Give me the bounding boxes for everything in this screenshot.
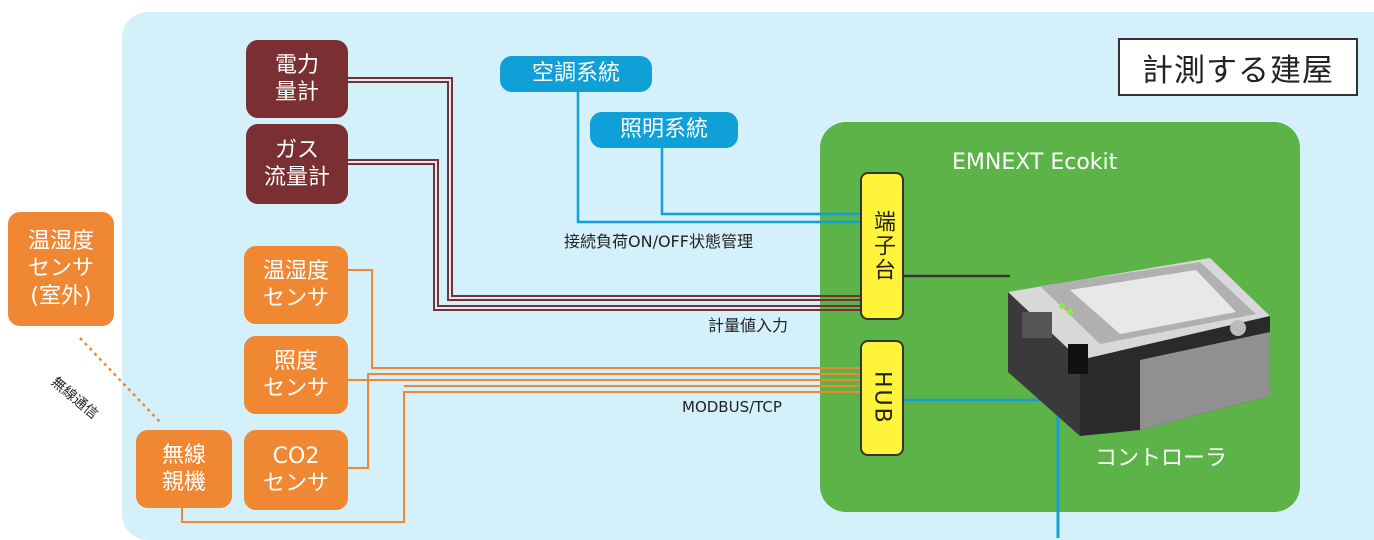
gas-meter: ガス 流量計 xyxy=(246,124,348,204)
illuminance-sensor: 照度 センサ xyxy=(244,336,348,414)
controller-device xyxy=(1008,258,1270,436)
wireless-base-unit: 無線 親機 xyxy=(136,430,232,508)
outdoor-temp-humidity-sensor: 温湿度 センサ (室外) xyxy=(8,212,114,326)
load-status-label: 接続負荷ON/OFF状態管理 xyxy=(564,232,753,251)
temp-humidity-sensor: 温湿度 センサ xyxy=(244,246,348,324)
wireless-link-line xyxy=(79,337,161,423)
power-meter-line-2 xyxy=(348,81,862,301)
hub-label: HUB xyxy=(869,371,895,425)
aircon-system: 空調系統 xyxy=(500,56,652,92)
co2-sensor: CO2 センサ xyxy=(244,430,348,510)
modbus-label: MODBUS/TCP xyxy=(682,398,782,416)
gas-meter-line-2 xyxy=(348,163,862,311)
controller-label: コントローラ xyxy=(1095,446,1228,471)
hub: HUB xyxy=(860,340,904,456)
meter-input-label: 計量値入力 xyxy=(708,316,789,335)
wireless-base-line xyxy=(181,391,862,523)
temp-sensor-line xyxy=(348,269,862,369)
lighting-system: 照明系統 xyxy=(590,112,738,148)
co2-sensor-line xyxy=(348,373,862,469)
gas-meter-line xyxy=(348,159,862,307)
terminal-block: 端子台 xyxy=(860,172,904,320)
power-meter: 電力 量計 xyxy=(246,40,348,118)
controller-group-title: EMNEXT Ecokit xyxy=(952,150,1118,175)
power-meter-line xyxy=(348,77,862,297)
aircon-line xyxy=(576,88,862,224)
building-label: 計測する建屋 xyxy=(1118,38,1358,96)
terminal-block-label: 端子台 xyxy=(870,210,895,282)
lighting-line xyxy=(660,144,862,216)
